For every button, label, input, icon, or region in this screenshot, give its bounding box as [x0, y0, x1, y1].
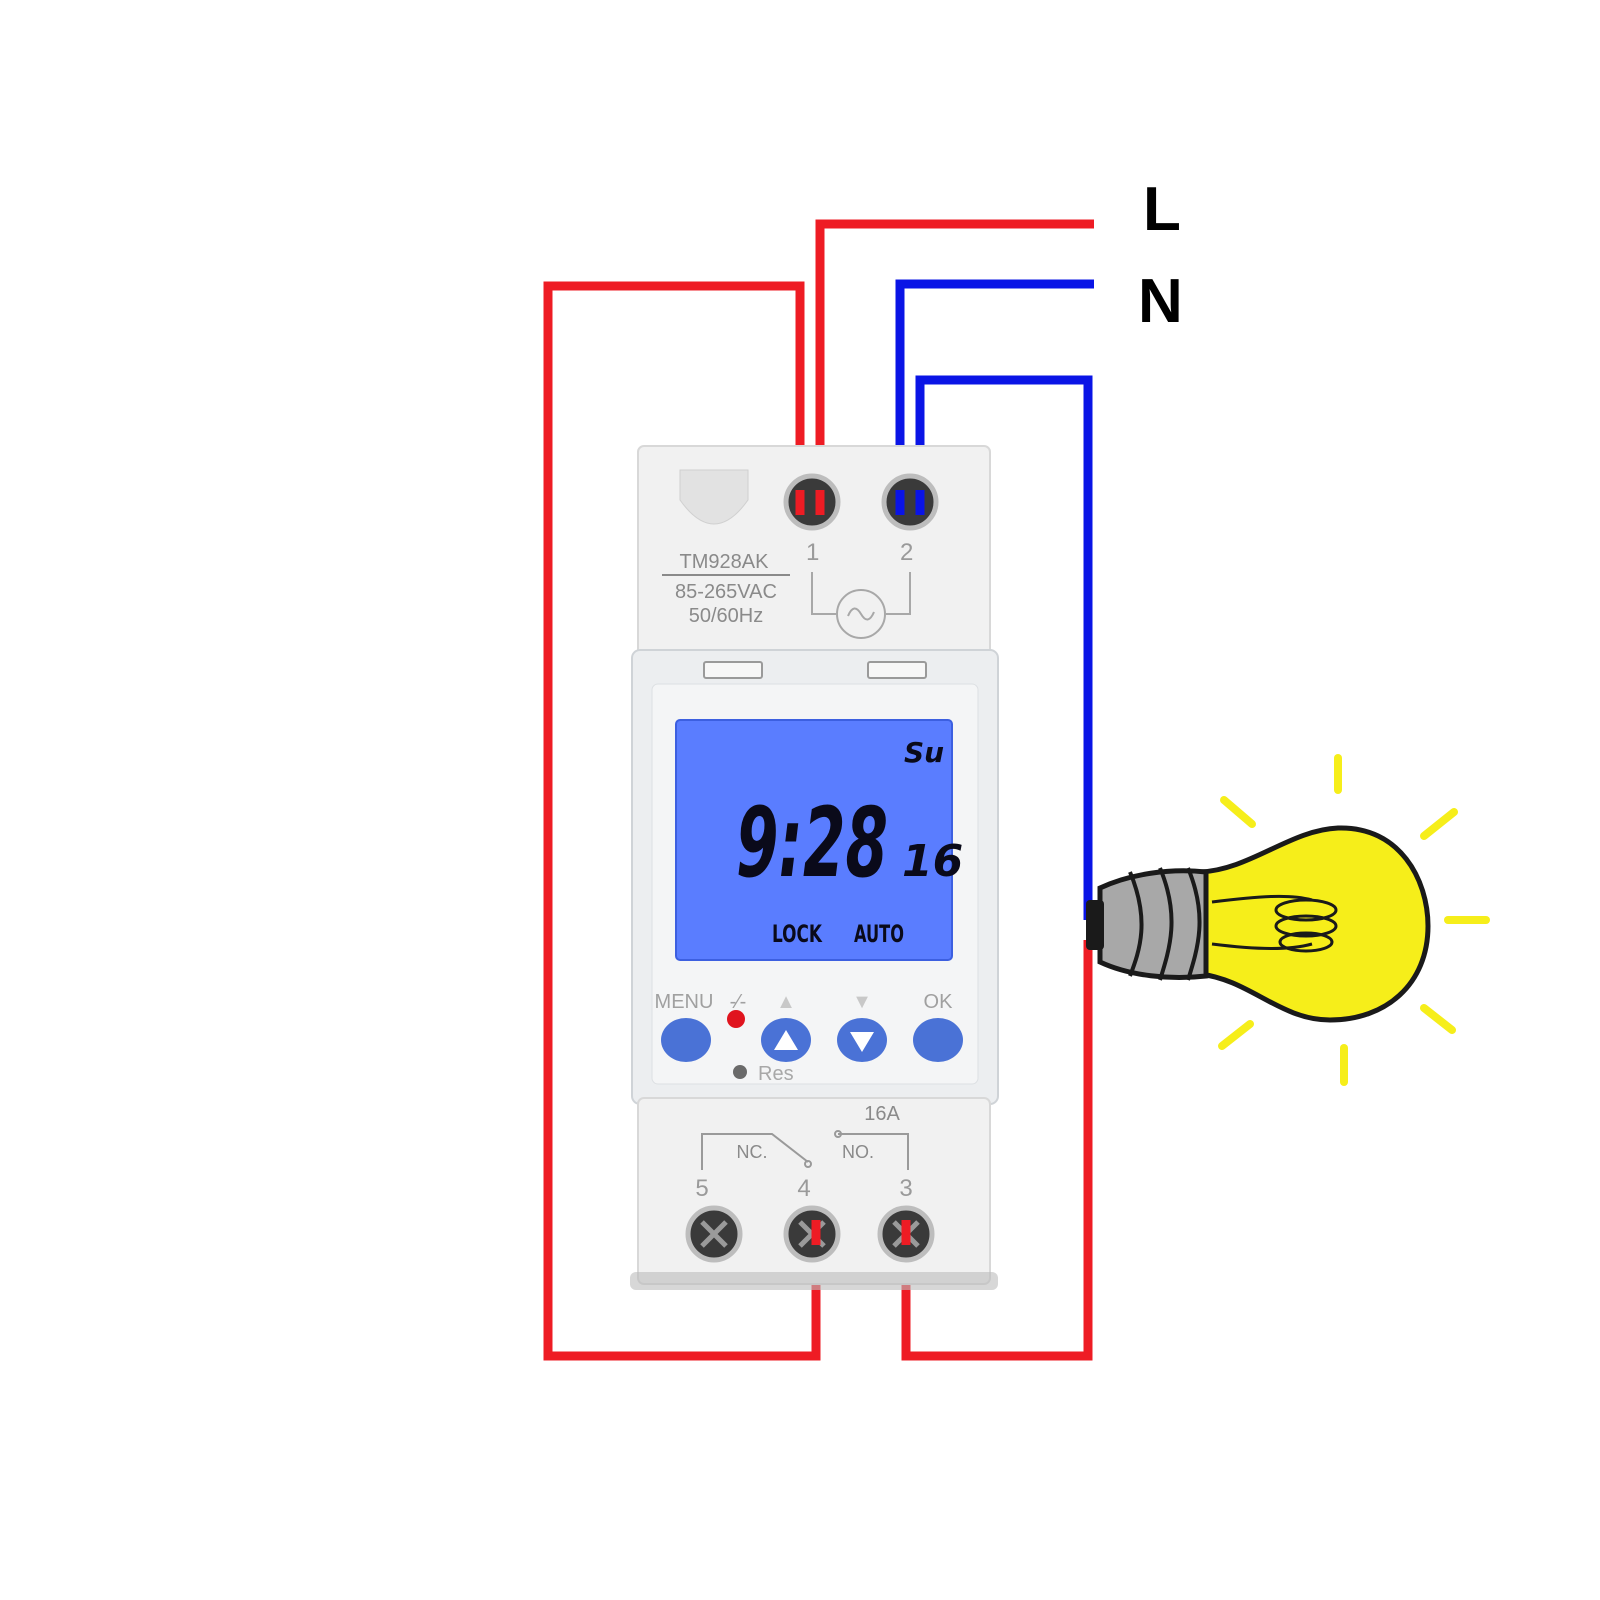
terminal-2-screw — [881, 473, 939, 531]
switch-symbol-label: -⁄- — [730, 991, 747, 1013]
live-wire-load — [901, 940, 1093, 1361]
control-buttons: Res — [661, 1010, 963, 1085]
current-rating-label: 16A — [864, 1103, 900, 1125]
terminal-5-number: 5 — [695, 1175, 708, 1202]
model-label: TM928AK — [680, 551, 770, 573]
lcd-lock-status: LOCK — [772, 920, 823, 948]
light-bulb-icon — [1086, 754, 1490, 1086]
neutral-label: N — [1138, 267, 1183, 336]
terminal-2-number: 2 — [900, 539, 913, 566]
bulb-base-threads — [1128, 867, 1202, 981]
housing-shadow — [630, 1272, 998, 1290]
bulb-contact — [1086, 900, 1104, 950]
button-labels: MENU -⁄- ▲ ▼ OK — [655, 991, 954, 1013]
down-arrow-icon — [850, 1032, 874, 1052]
device-specs: TM928AK 85-265VAC 50/60Hz — [662, 551, 790, 627]
lcd-seconds: 16 — [902, 836, 963, 887]
up-button[interactable] — [761, 1018, 811, 1062]
voltage-label: 85-265VAC — [675, 581, 777, 603]
lcd-screen — [675, 719, 953, 961]
indicator-led — [727, 1010, 745, 1028]
bulb-base — [1097, 868, 1209, 980]
bulb-filament — [1211, 894, 1313, 950]
terminal-3-number: 3 — [899, 1175, 912, 1202]
reset-label: Res — [758, 1063, 794, 1085]
terminal-1-screw — [783, 473, 841, 531]
frequency-label: 50/60Hz — [689, 605, 764, 627]
lcd-display: Su 9:28 16 LOCK AUTO — [675, 719, 963, 961]
menu-button[interactable] — [661, 1018, 711, 1062]
housing-notch — [679, 469, 749, 525]
ac-supply-icon — [836, 589, 886, 639]
no-label: NO. — [842, 1142, 874, 1162]
neutral-wire-supply — [895, 279, 1094, 510]
bulb-glass — [1197, 825, 1431, 1023]
no-contact-point — [834, 1130, 842, 1138]
ok-button[interactable] — [913, 1018, 963, 1062]
bulb-rays — [1218, 754, 1490, 1086]
ok-label: OK — [924, 991, 954, 1013]
reset-button[interactable] — [733, 1065, 747, 1079]
line-label: L — [1143, 175, 1181, 244]
up-arrow-icon — [774, 1030, 798, 1050]
up-label: ▲ — [776, 991, 796, 1013]
contact-pivot — [804, 1160, 812, 1168]
down-button[interactable] — [837, 1018, 887, 1062]
ac-wave-icon — [847, 607, 875, 621]
down-label: ▼ — [852, 991, 872, 1013]
live-wire-supply — [815, 219, 1094, 510]
terminal-4-number: 4 — [797, 1175, 810, 1202]
nc-label: NC. — [737, 1142, 768, 1162]
cover-latch-left — [703, 661, 763, 679]
contact-diagram-lines — [701, 1133, 909, 1170]
terminal-5-screw — [685, 1205, 743, 1263]
live-wire-loop — [543, 281, 821, 1361]
menu-label: MENU — [655, 991, 714, 1013]
cover-latch-right — [867, 661, 927, 679]
terminal-1-number: 1 — [806, 539, 819, 566]
lcd-auto-status: AUTO — [854, 920, 904, 948]
lcd-time: 9:28 — [736, 787, 888, 899]
wire-terminal-entries — [795, 490, 925, 1245]
power-symbol-lines — [811, 572, 911, 615]
lcd-day: Su — [904, 736, 944, 769]
